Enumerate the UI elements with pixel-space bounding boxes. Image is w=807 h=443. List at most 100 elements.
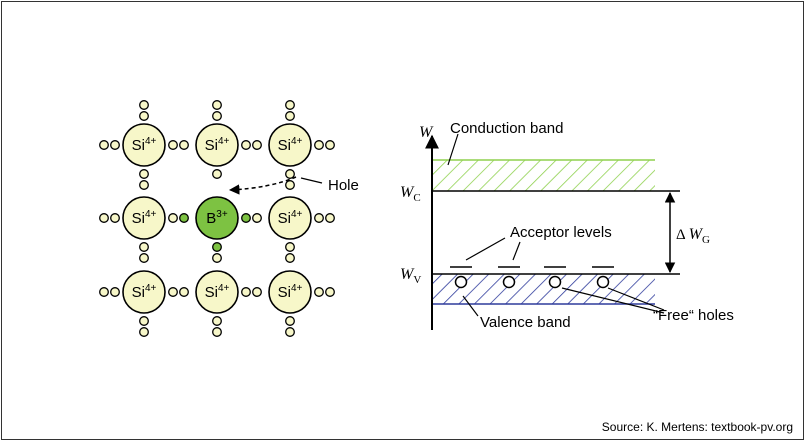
valence-electron — [139, 111, 149, 121]
conduction-band-label: Conduction band — [450, 120, 563, 137]
valence-electron — [241, 213, 251, 223]
valence-electron — [110, 213, 120, 223]
atom-label: Si4+ — [278, 136, 303, 154]
valence-electron — [252, 287, 262, 297]
acceptor-leader-2 — [512, 241, 521, 261]
atom-label: Si4+ — [132, 209, 157, 227]
valence-electron — [285, 253, 295, 263]
atom-core — [122, 270, 166, 314]
valence-electron — [314, 287, 324, 297]
valence-electron — [139, 327, 149, 337]
silicon-atom: Si4+ — [122, 270, 166, 314]
free-hole — [596, 275, 610, 289]
valence-electron — [325, 287, 335, 297]
wc-label: WC — [400, 184, 421, 204]
valence-electron — [212, 111, 222, 121]
silicon-atom: Si4+ — [122, 196, 166, 240]
valence-electron — [110, 287, 120, 297]
energy-axis-label: W — [419, 124, 434, 141]
atom-core — [195, 270, 239, 314]
atom-core — [195, 196, 239, 240]
valence-electron — [139, 100, 149, 110]
free-hole — [548, 275, 562, 289]
valence-electron — [285, 180, 295, 190]
silicon-atom: Si4+ — [268, 123, 312, 167]
hole-label: Hole — [328, 177, 359, 194]
valence-electron — [212, 316, 222, 326]
valence-electron — [285, 111, 295, 121]
wv-label: WV — [400, 266, 421, 286]
valence-electron — [212, 242, 222, 252]
crystal-lattice: Si4+ Si4+ Si4+ Si4+ B3+ Si4+ Si4+ Si4+ Si4+ — [99, 100, 335, 337]
silicon-atom: Si4+ — [195, 123, 239, 167]
valence-leader — [462, 295, 479, 317]
valence-electron — [99, 140, 109, 150]
silicon-atom: Si4+ — [195, 270, 239, 314]
free-hole-leader-2 — [607, 287, 665, 311]
valence-electron — [168, 213, 178, 223]
boron-atom: B3+ — [195, 196, 239, 240]
valence-electron — [241, 287, 251, 297]
silicon-atom: Si4+ — [122, 123, 166, 167]
valence-electron — [179, 287, 189, 297]
valence-electron — [252, 213, 262, 223]
valence-electron — [139, 242, 149, 252]
valence-electron — [252, 140, 262, 150]
atom-core — [122, 196, 166, 240]
atom-core — [268, 123, 312, 167]
valence-electron — [325, 213, 335, 223]
valence-electron — [139, 316, 149, 326]
valence-electron — [139, 169, 149, 179]
valence-electron — [168, 140, 178, 150]
atom-label: Si4+ — [278, 209, 303, 227]
valence-electron — [99, 213, 109, 223]
source-credit: Source: K. Mertens: textbook-pv.org — [601, 420, 793, 434]
atom-label: Si4+ — [278, 283, 303, 301]
valence-electron — [179, 140, 189, 150]
atom-core — [122, 123, 166, 167]
free-holes-label: “Free“ holes — [653, 307, 734, 324]
valence-electron — [314, 140, 324, 150]
valence-electron — [241, 140, 251, 150]
valence-electron — [285, 327, 295, 337]
conduction-band-fill — [433, 160, 655, 191]
valence-electron — [99, 287, 109, 297]
silicon-atom: Si4+ — [268, 196, 312, 240]
valence-electron — [212, 327, 222, 337]
valence-electron — [212, 169, 222, 179]
free-hole — [502, 275, 516, 289]
free-hole-leader-1 — [561, 287, 665, 314]
atom-label: B3+ — [206, 209, 228, 227]
valence-electron — [285, 169, 295, 179]
free-holes — [454, 275, 610, 289]
acceptor-levels-label: Acceptor levels — [510, 224, 612, 241]
atom-core — [195, 123, 239, 167]
valence-electron — [314, 213, 324, 223]
free-hole — [454, 275, 468, 289]
valence-electron — [285, 242, 295, 252]
conduction-leader — [447, 133, 459, 166]
valence-band-label: Valence band — [480, 314, 571, 331]
atom-core — [268, 270, 312, 314]
valence-electron — [285, 100, 295, 110]
atom-label: Si4+ — [132, 283, 157, 301]
acceptor-leader-1 — [465, 237, 506, 261]
valence-electron — [285, 316, 295, 326]
hole-leader-line — [300, 177, 323, 184]
valence-electron — [139, 180, 149, 190]
valence-electron — [325, 140, 335, 150]
valence-electron — [139, 253, 149, 263]
valence-electron — [179, 213, 189, 223]
valence-electron — [110, 140, 120, 150]
atom-core — [268, 196, 312, 240]
hole-arrow — [228, 176, 297, 195]
atom-label: Si4+ — [132, 136, 157, 154]
valence-electron — [212, 253, 222, 263]
atom-label: Si4+ — [205, 283, 230, 301]
atom-label: Si4+ — [205, 136, 230, 154]
silicon-atom: Si4+ — [268, 270, 312, 314]
valence-electron — [168, 287, 178, 297]
valence-electron — [212, 100, 222, 110]
